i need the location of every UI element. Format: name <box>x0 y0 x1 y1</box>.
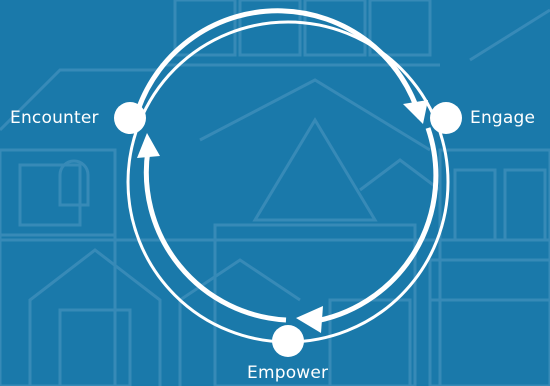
node-engage-dot <box>430 102 462 134</box>
node-encounter-label: Encounter <box>10 108 99 128</box>
node-engage-label: Engage <box>470 108 536 128</box>
node-encounter-dot <box>114 102 146 134</box>
node-empower-label: Empower <box>247 363 329 383</box>
arrowhead-to-encounter <box>137 133 160 158</box>
node-empower-dot <box>272 325 304 357</box>
outer-ring <box>126 20 450 344</box>
arc-engage-to-empower <box>309 127 439 325</box>
arc-empower-to-encounter <box>143 149 287 323</box>
arrowhead-to-empower <box>296 306 323 333</box>
arrowhead-to-engage <box>403 100 428 124</box>
arc-encounter-to-engage <box>135 8 423 119</box>
